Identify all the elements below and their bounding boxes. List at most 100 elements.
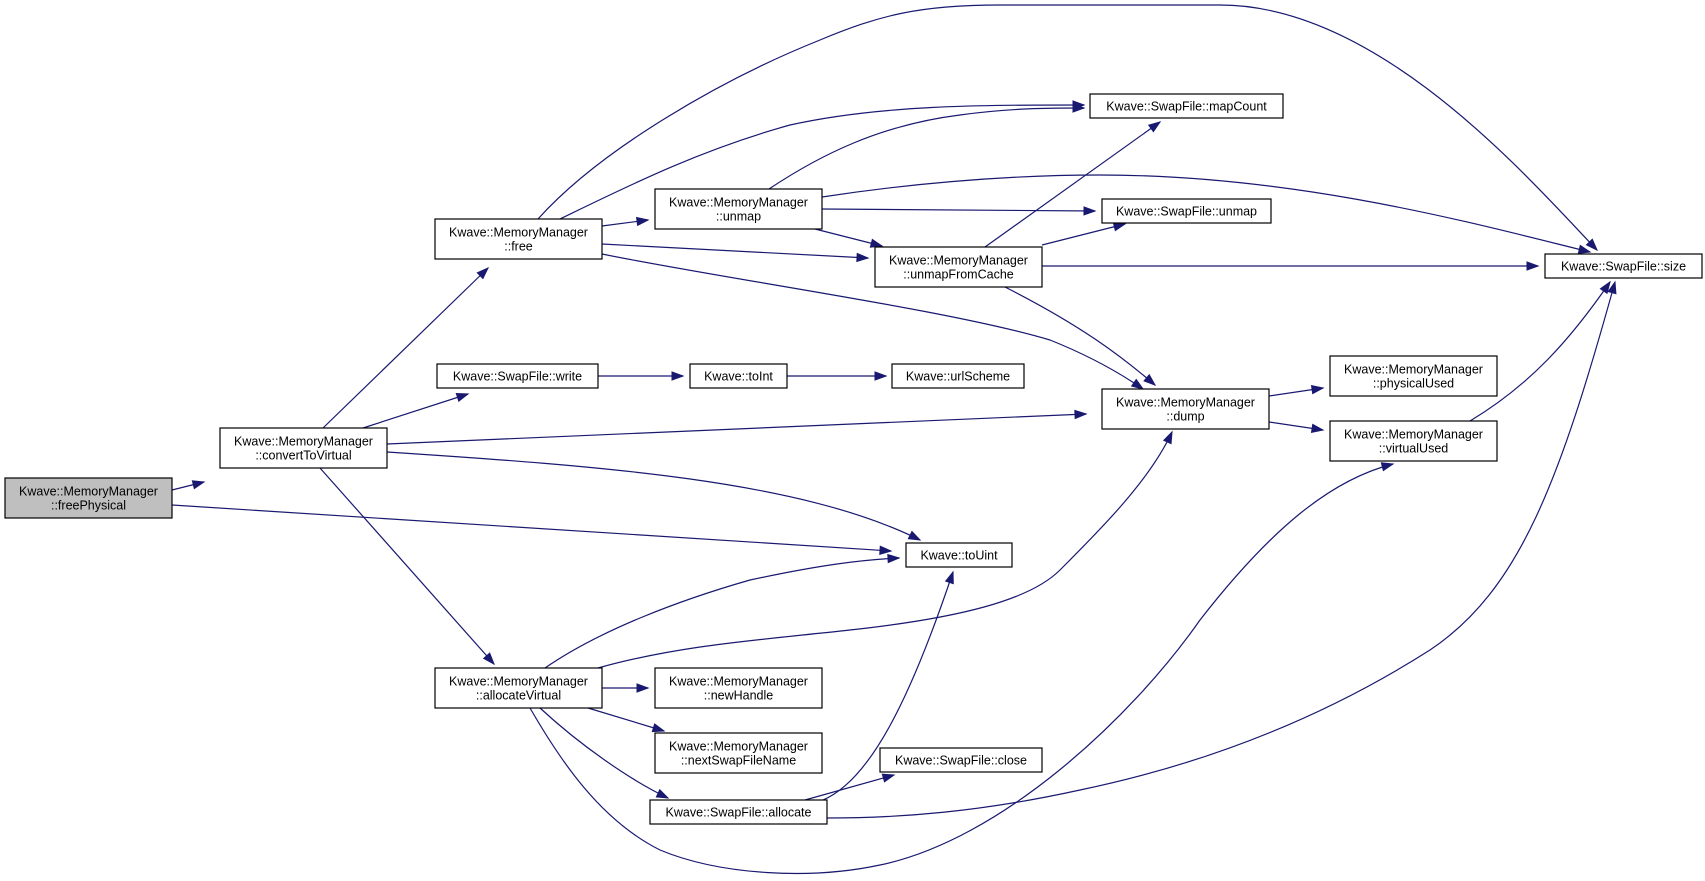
node-box	[905, 542, 1013, 568]
node-label: ::convertToVirtual	[255, 449, 351, 463]
node-allocateVirtual[interactable]: Kwave::MemoryManager::allocateVirtual	[434, 667, 603, 709]
node-label: Kwave::MemoryManager	[1344, 363, 1483, 377]
node-label: Kwave::SwapFile::size	[1561, 260, 1686, 274]
arrowhead-icon	[1310, 385, 1325, 395]
node-freePhysical[interactable]: Kwave::MemoryManager::freePhysical	[4, 477, 173, 519]
node-label: Kwave::toInt	[704, 370, 773, 384]
arrowhead-icon	[671, 371, 685, 381]
node-dump[interactable]: Kwave::MemoryManager::dump	[1101, 388, 1270, 430]
node-label: Kwave::MemoryManager	[669, 196, 808, 210]
edge-line	[1469, 281, 1611, 422]
node-free[interactable]: Kwave::MemoryManager::free	[434, 218, 603, 260]
edge-allocateVirtual-to-allocate	[539, 707, 670, 799]
edge-line	[559, 104, 1085, 220]
arrowhead-icon	[1130, 378, 1145, 390]
node-box	[654, 732, 823, 774]
edge-free-to-size	[537, 4, 1599, 252]
node-toInt[interactable]: Kwave::toInt	[689, 363, 788, 389]
node-label: Kwave::MemoryManager	[449, 675, 588, 689]
node-box	[1101, 198, 1272, 224]
node-label: ::nextSwapFileName	[681, 754, 796, 768]
node-box	[1089, 93, 1284, 119]
node-label: Kwave::MemoryManager	[449, 226, 588, 240]
node-box	[434, 218, 603, 260]
node-label: ::unmapFromCache	[903, 268, 1014, 282]
node-convertToVirtual[interactable]: Kwave::MemoryManager::convertToVirtual	[219, 427, 388, 469]
arrowhead-icon	[887, 553, 901, 564]
node-toUint[interactable]: Kwave::toUint	[905, 542, 1013, 568]
node-label: Kwave::SwapFile::mapCount	[1106, 100, 1267, 114]
edge-line	[171, 504, 892, 552]
node-mapCount[interactable]: Kwave::SwapFile::mapCount	[1089, 93, 1284, 119]
node-nextSwapFileName[interactable]: Kwave::MemoryManager::nextSwapFileName	[654, 732, 823, 774]
node-urlScheme[interactable]: Kwave::urlScheme	[891, 363, 1025, 389]
edge-line	[587, 707, 665, 732]
edge-line	[544, 557, 900, 669]
node-newHandle[interactable]: Kwave::MemoryManager::newHandle	[654, 667, 823, 709]
node-label: ::freePhysical	[51, 499, 126, 513]
node-label: Kwave::SwapFile::unmap	[1116, 205, 1257, 219]
node-label: Kwave::SwapFile::write	[453, 370, 582, 384]
arrowhead-icon	[856, 252, 870, 263]
edge-line	[601, 253, 1144, 390]
edge-line	[804, 774, 895, 801]
edge-line	[768, 107, 1085, 190]
node-box	[654, 667, 823, 709]
arrowhead-icon	[636, 683, 650, 693]
node-box	[436, 363, 599, 389]
node-size[interactable]: Kwave::SwapFile::size	[1544, 253, 1703, 279]
node-close[interactable]: Kwave::SwapFile::close	[879, 747, 1043, 773]
edge-unmapFromCache-to-size	[1042, 261, 1540, 271]
node-label: ::newHandle	[704, 689, 774, 703]
edge-line	[984, 121, 1161, 248]
node-label: ::physicalUsed	[1373, 377, 1454, 391]
node-swapUnmap[interactable]: Kwave::SwapFile::unmap	[1101, 198, 1272, 224]
edge-unmap-to-unmapFromCache	[814, 228, 884, 248]
edge-line	[821, 208, 1096, 212]
node-label: Kwave::MemoryManager	[889, 254, 1028, 268]
edge-unmap-to-swapUnmap	[821, 206, 1097, 216]
edge-line	[601, 243, 869, 259]
edge-allocateVirtual-to-dump	[597, 430, 1173, 669]
edge-convertToVirtual-to-allocateVirtual	[319, 467, 495, 666]
node-label: Kwave::MemoryManager	[19, 485, 158, 499]
edge-line	[539, 707, 669, 799]
node-physicalUsed[interactable]: Kwave::MemoryManager::physicalUsed	[1329, 355, 1498, 397]
edge-line	[319, 467, 495, 665]
node-unmap[interactable]: Kwave::MemoryManager::unmap	[654, 188, 823, 230]
edge-allocateVirtual-to-nextSwapFileName	[587, 707, 666, 733]
edge-line	[386, 451, 921, 541]
node-virtualUsed[interactable]: Kwave::MemoryManager::virtualUsed	[1329, 420, 1498, 462]
arrowhead-icon	[1577, 244, 1592, 254]
edge-convertToVirtual-to-write	[362, 393, 470, 429]
edge-unmap-to-size	[821, 174, 1592, 254]
node-label: Kwave::MemoryManager	[1344, 428, 1483, 442]
node-unmapFromCache[interactable]: Kwave::MemoryManager::unmapFromCache	[874, 246, 1043, 288]
arrowhead-icon	[881, 773, 896, 783]
node-box	[654, 188, 823, 230]
edge-free-to-dump	[601, 253, 1145, 390]
node-label: Kwave::urlScheme	[906, 370, 1010, 384]
node-box	[1329, 420, 1498, 462]
edge-unmapFromCache-to-swapUnmap	[1041, 222, 1127, 246]
arrowhead-icon	[1074, 409, 1088, 420]
arrowhead-icon	[635, 216, 650, 227]
edge-allocateVirtual-to-virtualUsed	[529, 462, 1395, 875]
edge-allocateVirtual-to-toUint	[544, 553, 901, 669]
edge-allocateVirtual-to-newHandle	[602, 683, 650, 693]
edge-write-to-toInt	[598, 371, 685, 381]
node-box	[874, 246, 1043, 288]
edge-virtualUsed-to-size	[1469, 280, 1611, 422]
node-write[interactable]: Kwave::SwapFile::write	[436, 363, 599, 389]
arrowhead-icon	[191, 480, 206, 490]
node-label: ::virtualUsed	[1379, 442, 1449, 456]
arrowhead-icon	[1607, 280, 1617, 295]
edge-convertToVirtual-to-toUint	[386, 451, 922, 541]
node-label: Kwave::MemoryManager	[1116, 396, 1255, 410]
edge-toInt-to-urlScheme	[787, 371, 888, 381]
node-allocate[interactable]: Kwave::SwapFile::allocate	[649, 799, 828, 825]
edge-line	[322, 267, 489, 429]
arrowhead-icon	[1380, 462, 1395, 472]
node-box	[1544, 253, 1703, 279]
arrowhead-icon	[1162, 430, 1173, 445]
